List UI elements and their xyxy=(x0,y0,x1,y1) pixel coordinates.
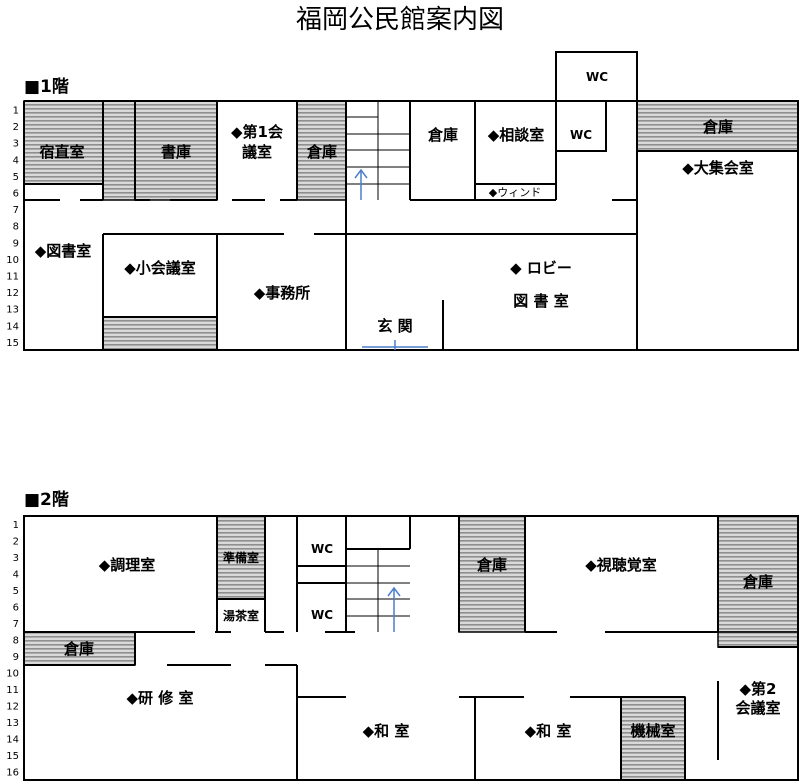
row-number: 3 xyxy=(13,553,19,564)
row-number: 16 xyxy=(6,768,19,779)
room-wc-a: WC xyxy=(311,542,333,556)
room-washitsu-b: ◆和 室 xyxy=(525,722,572,740)
floor2-stair-arrow xyxy=(387,586,401,632)
room-kikai: 機械室 xyxy=(630,722,675,740)
row-number: 12 xyxy=(6,288,19,299)
room-jimusho: ◆事務所 xyxy=(254,284,311,302)
row-number: 8 xyxy=(13,636,19,647)
room-souko-a: 倉庫 xyxy=(306,143,337,161)
entrance-door xyxy=(362,340,428,350)
row-number: 5 xyxy=(13,586,19,597)
row-number: 6 xyxy=(13,603,19,614)
room-yuchashitsu: 湯茶室 xyxy=(223,608,259,623)
room-kaigi2-line2: 会議室 xyxy=(735,699,780,717)
room-shichokaku: ◆視聴覚室 xyxy=(585,556,657,574)
room-washitsu-a: ◆和 室 xyxy=(363,722,410,740)
row-number: 4 xyxy=(13,155,19,166)
label-window: ◆ウィンド xyxy=(489,186,541,199)
row-number: 8 xyxy=(13,222,19,233)
row-number: 2 xyxy=(13,537,19,548)
room-souko-b2: 倉庫 xyxy=(742,573,773,591)
row-number: 13 xyxy=(6,305,19,316)
room-souko-c: 倉庫 xyxy=(702,118,733,136)
kaigi2-hatch xyxy=(717,631,799,648)
row-number: 11 xyxy=(6,685,19,696)
shukuchoku-hatch xyxy=(23,100,104,185)
shoko-hatch xyxy=(134,100,218,201)
room-kaigi1-line1: ◆第1会 xyxy=(231,123,283,141)
room-toshoshitsu: ◆図書室 xyxy=(35,242,92,260)
room-wc-b: WC xyxy=(311,608,333,622)
room-souko-b: 倉庫 xyxy=(427,126,458,144)
row-number: 3 xyxy=(13,139,19,150)
room-lobby-toshoshitsu: 図 書 室 xyxy=(513,292,568,310)
row-number: 7 xyxy=(13,619,19,630)
junbi-hatch xyxy=(216,515,266,600)
room-souko-c2: 倉庫 xyxy=(63,640,94,658)
row-number: 10 xyxy=(6,669,19,680)
row-number: 10 xyxy=(6,255,19,266)
room-lobby: ◆ ロビー xyxy=(510,259,572,277)
shokaigi-hatch xyxy=(102,316,218,351)
floor1-stair-arrow xyxy=(354,168,368,200)
row-number: 9 xyxy=(13,652,19,663)
room-shokaigi: ◆小会議室 xyxy=(124,259,196,277)
room-chori: ◆調理室 xyxy=(99,556,156,574)
floor1-outer-wall xyxy=(23,100,799,351)
floor2-heading: ■2階 xyxy=(24,490,69,510)
floor2-interior-walls xyxy=(24,516,798,780)
room-kenshu: ◆研 修 室 xyxy=(127,689,194,707)
floor1-heading: ■1階 xyxy=(24,77,69,97)
room-soudan: ◆相談室 xyxy=(488,126,545,144)
row-number: 9 xyxy=(13,238,19,249)
row-number: 11 xyxy=(6,272,19,283)
room-shoko: 書庫 xyxy=(161,143,191,161)
row-number: 5 xyxy=(13,172,19,183)
row-number: 14 xyxy=(6,321,19,332)
wc-lower-box xyxy=(555,100,607,152)
row-number: 15 xyxy=(6,751,19,762)
room-wc-lower: WC xyxy=(570,128,592,142)
row-number: 4 xyxy=(13,570,19,581)
floor2-stairs xyxy=(346,549,410,632)
page-title: 福岡公民館案内図 xyxy=(296,5,504,35)
floor1-interior-walls xyxy=(24,101,798,350)
row-number: 2 xyxy=(13,122,19,133)
room-junbi: 準備室 xyxy=(223,550,259,565)
row-number: 14 xyxy=(6,735,19,746)
room-wc-upper: WC xyxy=(586,70,608,84)
row-number: 12 xyxy=(6,702,19,713)
room-kaigi2-line1: ◆第2 xyxy=(740,680,777,698)
souko-a2-hatch xyxy=(458,515,526,633)
room-daishukai: ◆大集会室 xyxy=(682,159,754,177)
row-number: 13 xyxy=(6,718,19,729)
floor1-stairs xyxy=(346,101,410,200)
room-kaigi1-line2: 議室 xyxy=(242,143,272,161)
room-souko-a2: 倉庫 xyxy=(476,556,507,574)
row-number: 15 xyxy=(6,338,19,349)
row-number: 7 xyxy=(13,205,19,216)
corridor-hatch xyxy=(102,100,136,201)
floor2-plan xyxy=(23,515,799,781)
row-number: 1 xyxy=(13,106,19,117)
label-genkan: 玄 関 xyxy=(377,317,412,335)
row-number: 1 xyxy=(13,520,19,531)
floor1-plan xyxy=(23,51,799,351)
room-shukuchoku: 宿直室 xyxy=(39,143,84,161)
row-number: 6 xyxy=(13,189,19,200)
